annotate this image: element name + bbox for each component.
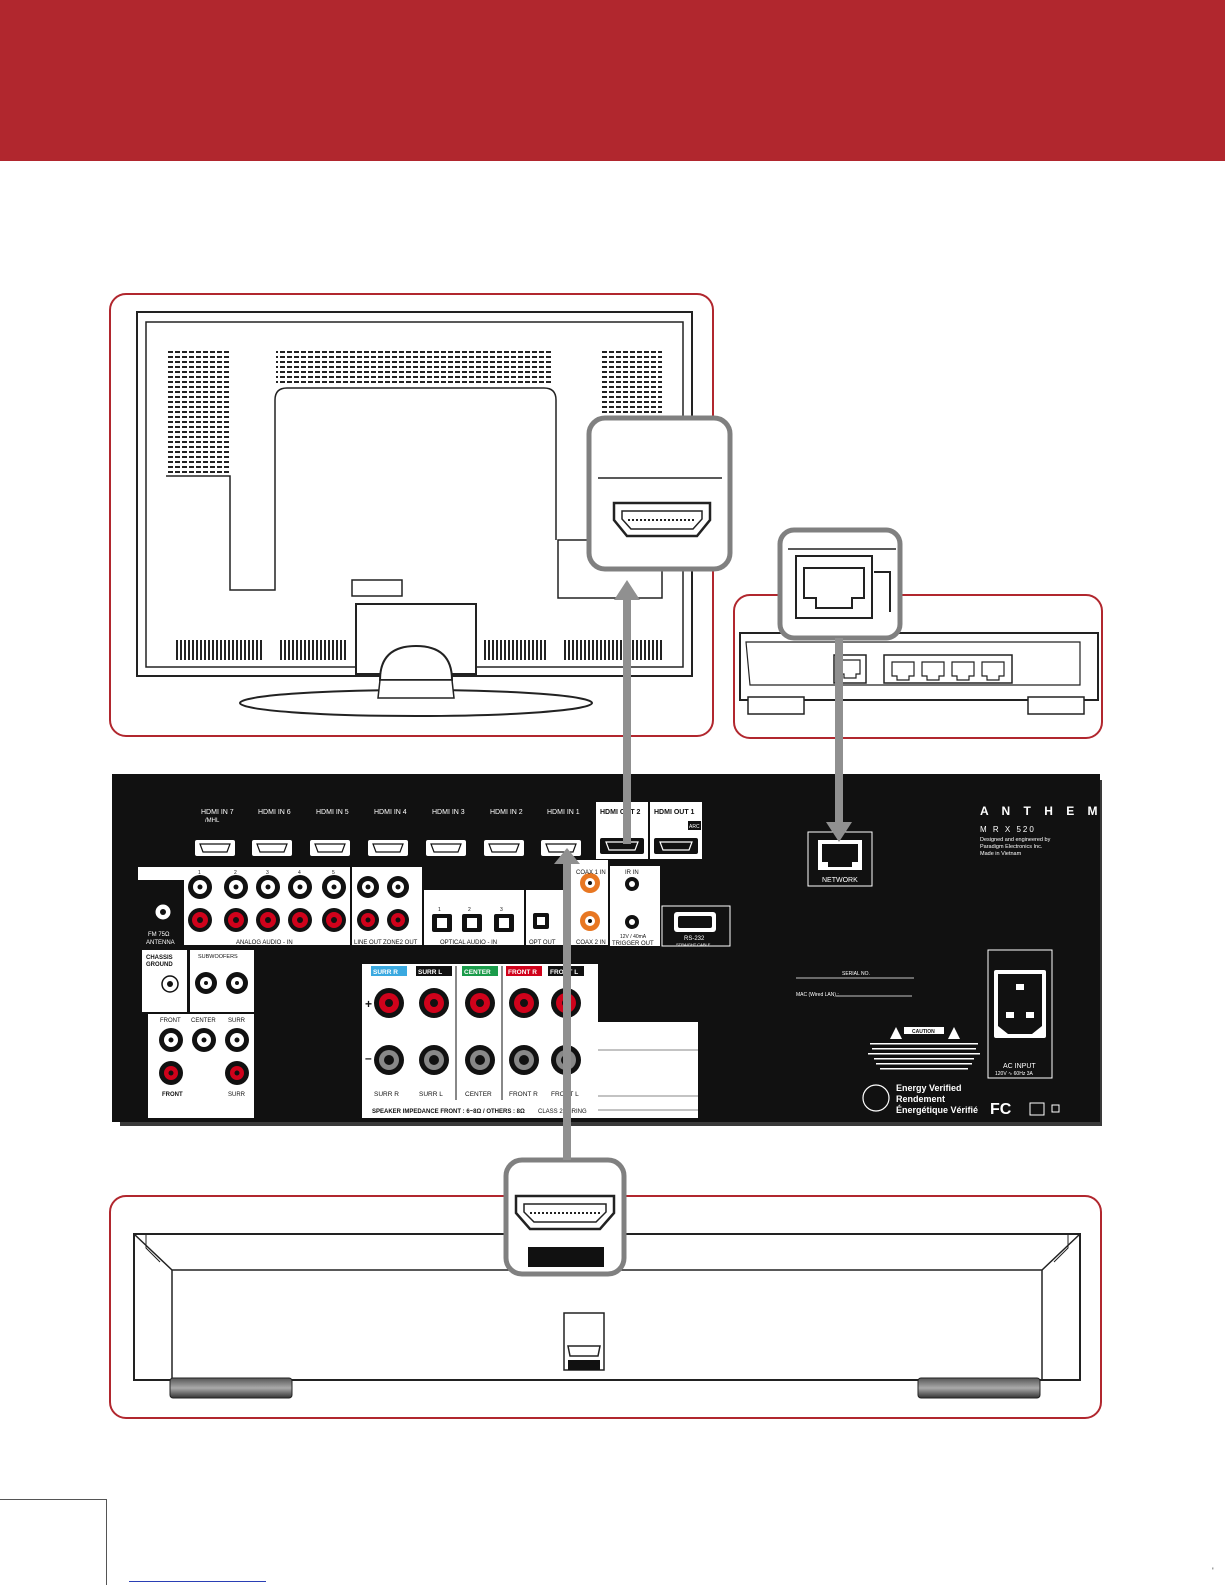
brand-logo: A N T H E M (980, 804, 1103, 818)
hdmi-in-label: HDMI IN 4 (374, 809, 407, 816)
preout-surr: SURR (228, 1018, 246, 1024)
preout-front: FRONT (160, 1018, 181, 1024)
speaker-impedance: SPEAKER IMPEDANCE FRONT : 6~8Ω / OTHERS … (372, 1109, 525, 1115)
rs232-sub: STRAIGHT CABLE (676, 942, 711, 947)
speaker-bottom-label: FRONT R (509, 1091, 538, 1098)
class2-label: CLASS 2 WIRING (538, 1109, 587, 1115)
subwoofers-label: SUBWOOFERS (198, 954, 238, 960)
hdmi-out1-label: HDMI OUT 1 (654, 809, 695, 816)
preout-center: CENTER (191, 1018, 216, 1024)
footer-page-box (0, 1499, 107, 1585)
preout-front-bottom: FRONT (162, 1092, 183, 1098)
antenna-label-1: FM 75Ω (148, 932, 170, 938)
hdmi-out2-label: HDMI OUT 2 (600, 809, 641, 816)
model-label: M R X 520 (980, 825, 1036, 834)
energy-line-3: Énergétique Vérifié (896, 1105, 978, 1115)
speaker-bottom-label: SURR R (374, 1091, 399, 1098)
speaker-tag: FRONT R (508, 969, 537, 976)
tv-hdmi-callout (589, 418, 730, 569)
optical-number: 1 (438, 907, 441, 913)
arc-badge: ARC (689, 824, 700, 830)
analog-in-label: ANALOG AUDIO - IN (236, 940, 293, 946)
ir-label: IR IN (625, 870, 639, 876)
credit-line-3: Made in Vietnam (980, 851, 1022, 857)
speaker-tag: CENTER (464, 969, 491, 976)
credit-line-2: Paradigm Electronics Inc. (980, 844, 1043, 850)
hdmi-in-label: HDMI IN 2 (490, 809, 523, 816)
svg-text:–: – (365, 1051, 372, 1065)
player-hdmi-callout (506, 1160, 624, 1274)
mac-label: MAC (Wired LAN) : (796, 992, 839, 998)
speaker-tag: SURR L (418, 969, 442, 976)
chassis-label-2: GROUND (146, 962, 173, 968)
svg-text:+: + (365, 997, 372, 1011)
footer-link-rule (129, 1581, 266, 1582)
receiver-back-panel: HDMI IN 7 HDMI IN 6 HDMI IN 5 HDMI IN 4 HDMI… (112, 774, 1103, 1126)
credit-line-1: Designed and engineered by (980, 837, 1051, 843)
fcc-logo: FC (990, 1101, 1012, 1118)
hdmi-in-label: HDMI IN 5 (316, 809, 349, 816)
line-out-label: LINE OUT (354, 940, 382, 946)
energy-line-1: Energy Verified (896, 1083, 962, 1093)
preout-surr-bottom: SURR (228, 1092, 246, 1098)
antenna-label-2: ANTENNA (146, 940, 175, 946)
hdmi-in-label: HDMI IN 7 (201, 809, 234, 816)
speaker-bottom-label: CENTER (465, 1091, 492, 1098)
optical-number: 2 (468, 907, 471, 913)
energy-line-2: Rendement (896, 1094, 945, 1104)
optical-number: 3 (500, 907, 503, 913)
network-label: NETWORK (822, 877, 858, 884)
hdmi-in-label: HDMI IN 3 (432, 809, 465, 816)
caution-label: CAUTION (912, 1029, 935, 1035)
trigger-label-1: 12V / 40mA (620, 934, 647, 940)
opt-out-label: OPT OUT (529, 940, 556, 946)
page-number: ' (1212, 1566, 1214, 1576)
hdmi-in-label: HDMI IN 6 (258, 809, 291, 816)
router-port-callout (780, 530, 900, 638)
coax1-label: COAX 1 IN (576, 870, 606, 876)
serial-label: SERIAL NO. (842, 971, 870, 977)
chassis-label-1: CHASSIS (146, 955, 173, 961)
speaker-bottom-label: SURR L (419, 1091, 443, 1098)
zone2-label: ZONE2 OUT (383, 940, 418, 946)
hdmi-in-label: HDMI IN 1 (547, 809, 580, 816)
optical-label: OPTICAL AUDIO - IN (440, 940, 497, 946)
ac-input-rating: 120V ∿ 60Hz 3A (995, 1071, 1033, 1077)
coax2-label: COAX 2 IN (576, 940, 606, 946)
trigger-label-2: TRIGGER OUT (612, 941, 654, 947)
ac-input-label: AC INPUT (1003, 1063, 1036, 1070)
speaker-tag: SURR R (373, 969, 398, 976)
hdmi-in7-sub: /MHL (205, 818, 220, 824)
